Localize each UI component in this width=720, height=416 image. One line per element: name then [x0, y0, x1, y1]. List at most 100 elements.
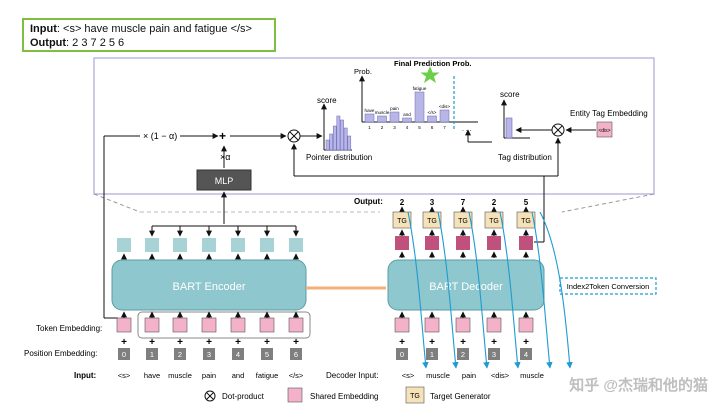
- encoder-position-square: [146, 348, 158, 360]
- legend-dot-product-label: Dot-product: [222, 392, 265, 401]
- encoder-plus: +: [235, 337, 241, 348]
- encoder-position-value: 5: [265, 350, 269, 359]
- decoder-input-token: <dis>: [491, 371, 510, 380]
- decoder-input-label: Decoder Input:: [326, 371, 378, 380]
- pointer-bar: [340, 119, 344, 151]
- decoder-input-token: muscle: [520, 371, 544, 380]
- times-one-minus-alpha: × (1 − α): [143, 131, 177, 141]
- decoder-position-square: [426, 348, 438, 360]
- decoder-plus: +: [491, 337, 497, 348]
- legend: Dot-product Shared Embedding TG Target G…: [204, 386, 491, 404]
- prediction-panel: [93, 57, 655, 195]
- prob-bar-label: fatigue: [413, 86, 427, 91]
- index2token-box[interactable]: [559, 277, 657, 295]
- encoder-plus: +: [293, 337, 299, 348]
- decoder-tg-label: TG: [458, 218, 468, 225]
- bart-decoder-label: BART Decoder: [429, 281, 503, 293]
- encoder-hidden-square: [117, 238, 131, 252]
- decoder-hidden-square: [395, 236, 409, 250]
- dot-product-left: [287, 129, 301, 143]
- prob-bar: [389, 111, 400, 123]
- encoder-position-square: [174, 348, 186, 360]
- times-alpha: ×α: [220, 152, 230, 162]
- decoder-tg-label: TG: [521, 218, 531, 225]
- encoder-hidden-square: [173, 238, 187, 252]
- token-embedding-label: Token Embedding:: [36, 324, 102, 333]
- dot-product-right: [551, 123, 565, 137]
- prob-tick: 3: [393, 125, 396, 130]
- decoder-token-embedding: [486, 317, 502, 333]
- encoder-input-token: have: [144, 371, 160, 380]
- encoder-token-embedding: [201, 317, 217, 333]
- encoder-token-embedding: [172, 317, 188, 333]
- prob-bar-label: </s>: [428, 110, 437, 115]
- decoder-position-value: 3: [492, 350, 496, 359]
- decoder-hidden-square: [487, 236, 501, 250]
- decoder-token-embedding: [518, 317, 534, 333]
- output-text: 2 3 7 2 5 6: [72, 37, 125, 49]
- encoder-input-token: muscle: [168, 371, 192, 380]
- autoregressive-arrow: [437, 211, 459, 369]
- plus-sign-top: +: [219, 129, 226, 143]
- prob-tick: 4: [406, 125, 409, 130]
- decoder-position-value: 4: [524, 350, 528, 359]
- mlp-box: [196, 169, 252, 191]
- decoder-hidden-square: [456, 236, 470, 250]
- dis-tag-label: <dis>: [598, 128, 610, 134]
- pointer-bar: [332, 125, 337, 151]
- encoder-token-embedding: [288, 317, 304, 333]
- legend-tg-label: TG: [410, 393, 420, 400]
- decoder-output-value: 3: [430, 198, 435, 207]
- decoder-tg-box: [392, 211, 412, 229]
- decoder-output-value: 2: [492, 198, 497, 207]
- prob-axis-label: Prob.: [354, 67, 372, 76]
- prob-tick: 1: [368, 125, 371, 130]
- decoder-position-value: 1: [430, 350, 434, 359]
- encoder-token-embedding: [230, 317, 246, 333]
- legend-target-generator-label: Target Generator: [430, 392, 491, 401]
- prob-tick: 2: [381, 125, 384, 130]
- encoder-position-value: 0: [122, 350, 126, 359]
- position-embedding-label: Position Embedding:: [24, 349, 97, 358]
- decoder-token-embedding: [455, 317, 471, 333]
- bart-decoder: [387, 259, 545, 311]
- input-line: Input: <s> have muscle pain and fatigue …: [30, 23, 252, 35]
- decoder-plus: +: [460, 337, 466, 348]
- panel-projection-right: [561, 193, 655, 213]
- decoder-token-embedding: [394, 317, 410, 333]
- decoder-input-token: pain: [462, 371, 476, 380]
- output-line: Output: 2 3 7 2 5 6: [30, 37, 125, 49]
- decoder-tg-box: [453, 211, 473, 229]
- pointer-bar: [336, 115, 341, 151]
- index2token-label: Index2Token Conversion: [567, 282, 650, 291]
- prob-bar: [439, 109, 450, 123]
- decoder-position-square: [396, 348, 408, 360]
- encoder-input-token: </s>: [289, 371, 304, 380]
- encoder-token-embedding: [144, 317, 160, 333]
- prob-bar: [364, 113, 375, 123]
- encoder-token-embedding: [116, 317, 132, 333]
- dis-tag-square: [596, 121, 613, 138]
- input-label: Input: [30, 23, 57, 35]
- encoder-plus: +: [206, 337, 212, 348]
- decoder-plus: +: [429, 337, 435, 348]
- decoder-hidden-square: [519, 236, 533, 250]
- legend-dot-product-icon: [204, 390, 216, 402]
- encoder-position-value: 2: [178, 350, 182, 359]
- decoder-tg-label: TG: [397, 218, 407, 225]
- tag-score-bar: [505, 117, 513, 139]
- decoder-position-square: [520, 348, 532, 360]
- encoder-position-square: [261, 348, 273, 360]
- encoder-position-square: [203, 348, 215, 360]
- pointer-bar: [329, 133, 334, 151]
- encoder-input-token: and: [232, 371, 245, 380]
- pointer-distribution-label: Pointer distribution: [306, 153, 372, 162]
- encoder-position-value: 1: [150, 350, 154, 359]
- input-text: <s> have muscle pain and fatigue </s>: [63, 23, 252, 35]
- decoder-plus: +: [399, 337, 405, 348]
- entity-tag-embedding-label: Entity Tag Embedding: [570, 109, 648, 118]
- prob-bar: [377, 115, 387, 123]
- encoder-plus: +: [149, 337, 155, 348]
- encoder-position-square: [290, 348, 302, 360]
